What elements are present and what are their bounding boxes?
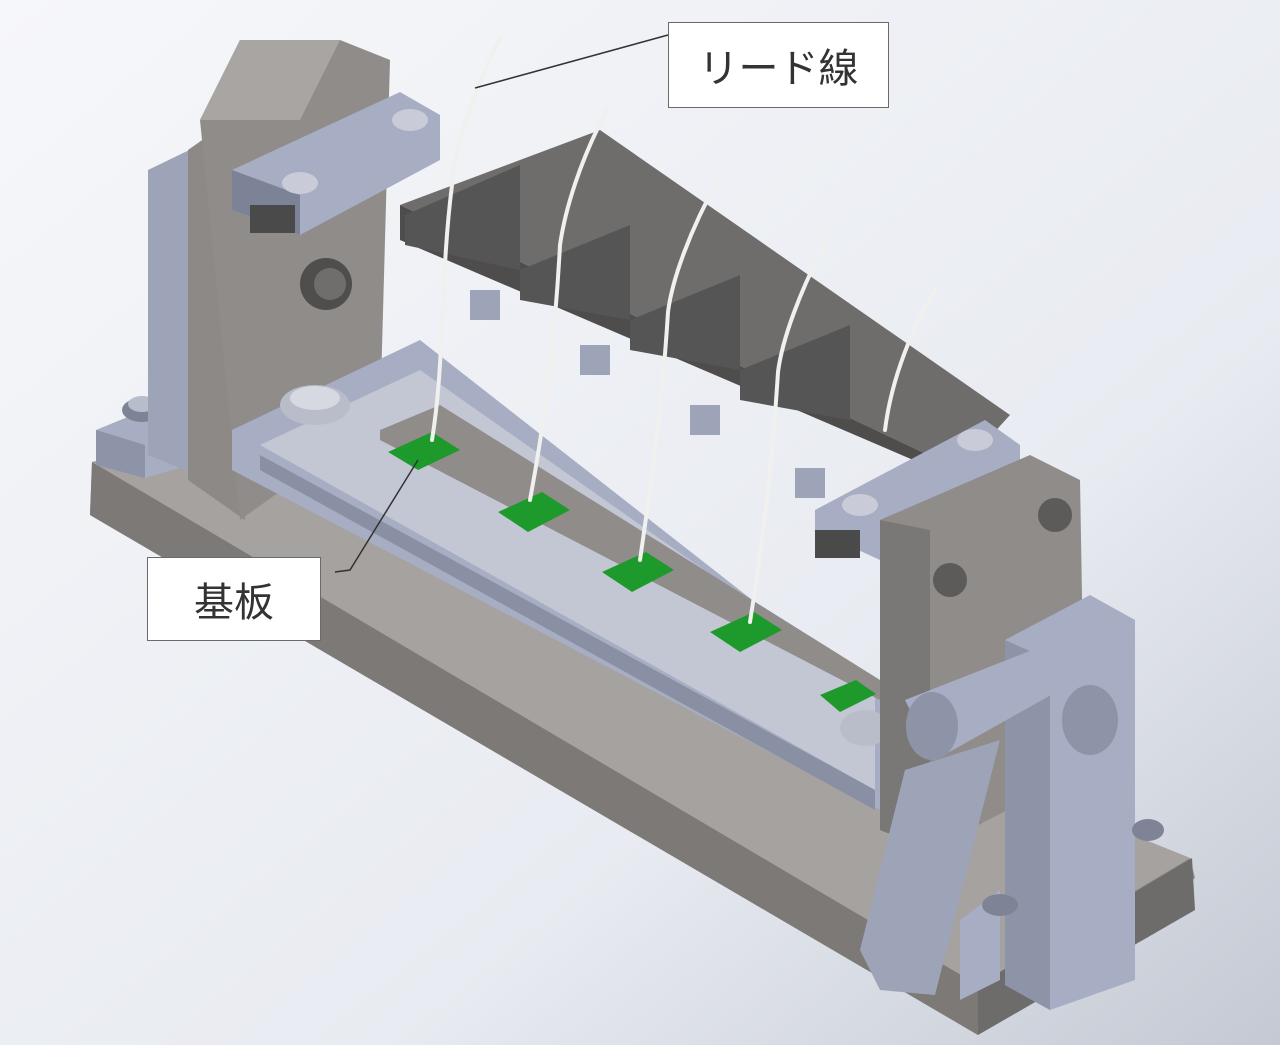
lead-wire-2 xyxy=(528,106,610,502)
bracket-screw-icon xyxy=(282,172,318,194)
probe-block-3 xyxy=(630,275,740,370)
pcb-board-2 xyxy=(498,492,570,532)
left-top-bracket xyxy=(232,92,440,235)
board-leader-line xyxy=(334,459,419,573)
clamp-base-bolt-icon xyxy=(982,894,1018,916)
clamp-base-bolt-icon-2 xyxy=(1132,819,1164,841)
probe-block-4 xyxy=(740,325,850,420)
clamp-knob-icon xyxy=(1062,685,1118,755)
lead-wire-4 xyxy=(748,236,830,624)
thumb-screws xyxy=(280,385,890,746)
board-label: 基板 xyxy=(194,580,274,626)
lead-wire-1 xyxy=(430,36,502,442)
board-callout: 基板 xyxy=(147,557,321,641)
thumb-screw-icon-2 xyxy=(840,710,890,746)
lead-wires xyxy=(430,36,938,624)
pcb-board-4 xyxy=(710,612,782,652)
probe-beam xyxy=(400,130,1010,498)
pcb-board-5 xyxy=(820,680,876,712)
right-bracket-screw-icon-2 xyxy=(842,494,878,516)
lead-wire-callout: リード線 xyxy=(668,22,889,108)
probe-block-2 xyxy=(520,225,630,320)
pcb-boards xyxy=(388,432,876,712)
right-bracket-screw-icon xyxy=(957,429,993,451)
toggle-clamp xyxy=(860,595,1164,1010)
lead-wire-5 xyxy=(883,286,938,432)
clamp-lever xyxy=(860,740,1000,995)
clamp-pivot-icon xyxy=(906,692,958,760)
right-frame-bolt-icon xyxy=(933,563,967,597)
lead-wire-3 xyxy=(638,178,720,562)
pcb-board-1 xyxy=(388,432,460,470)
probe-block-1 xyxy=(405,165,520,270)
lead-wire-leader-line xyxy=(474,34,669,89)
pcb-board-3 xyxy=(602,552,674,592)
lead-wire-label: リード線 xyxy=(698,46,859,92)
leader-lines xyxy=(334,34,669,573)
right-frame-bolt-icon-2 xyxy=(1038,498,1072,532)
bracket-screw-icon-2 xyxy=(392,109,428,131)
